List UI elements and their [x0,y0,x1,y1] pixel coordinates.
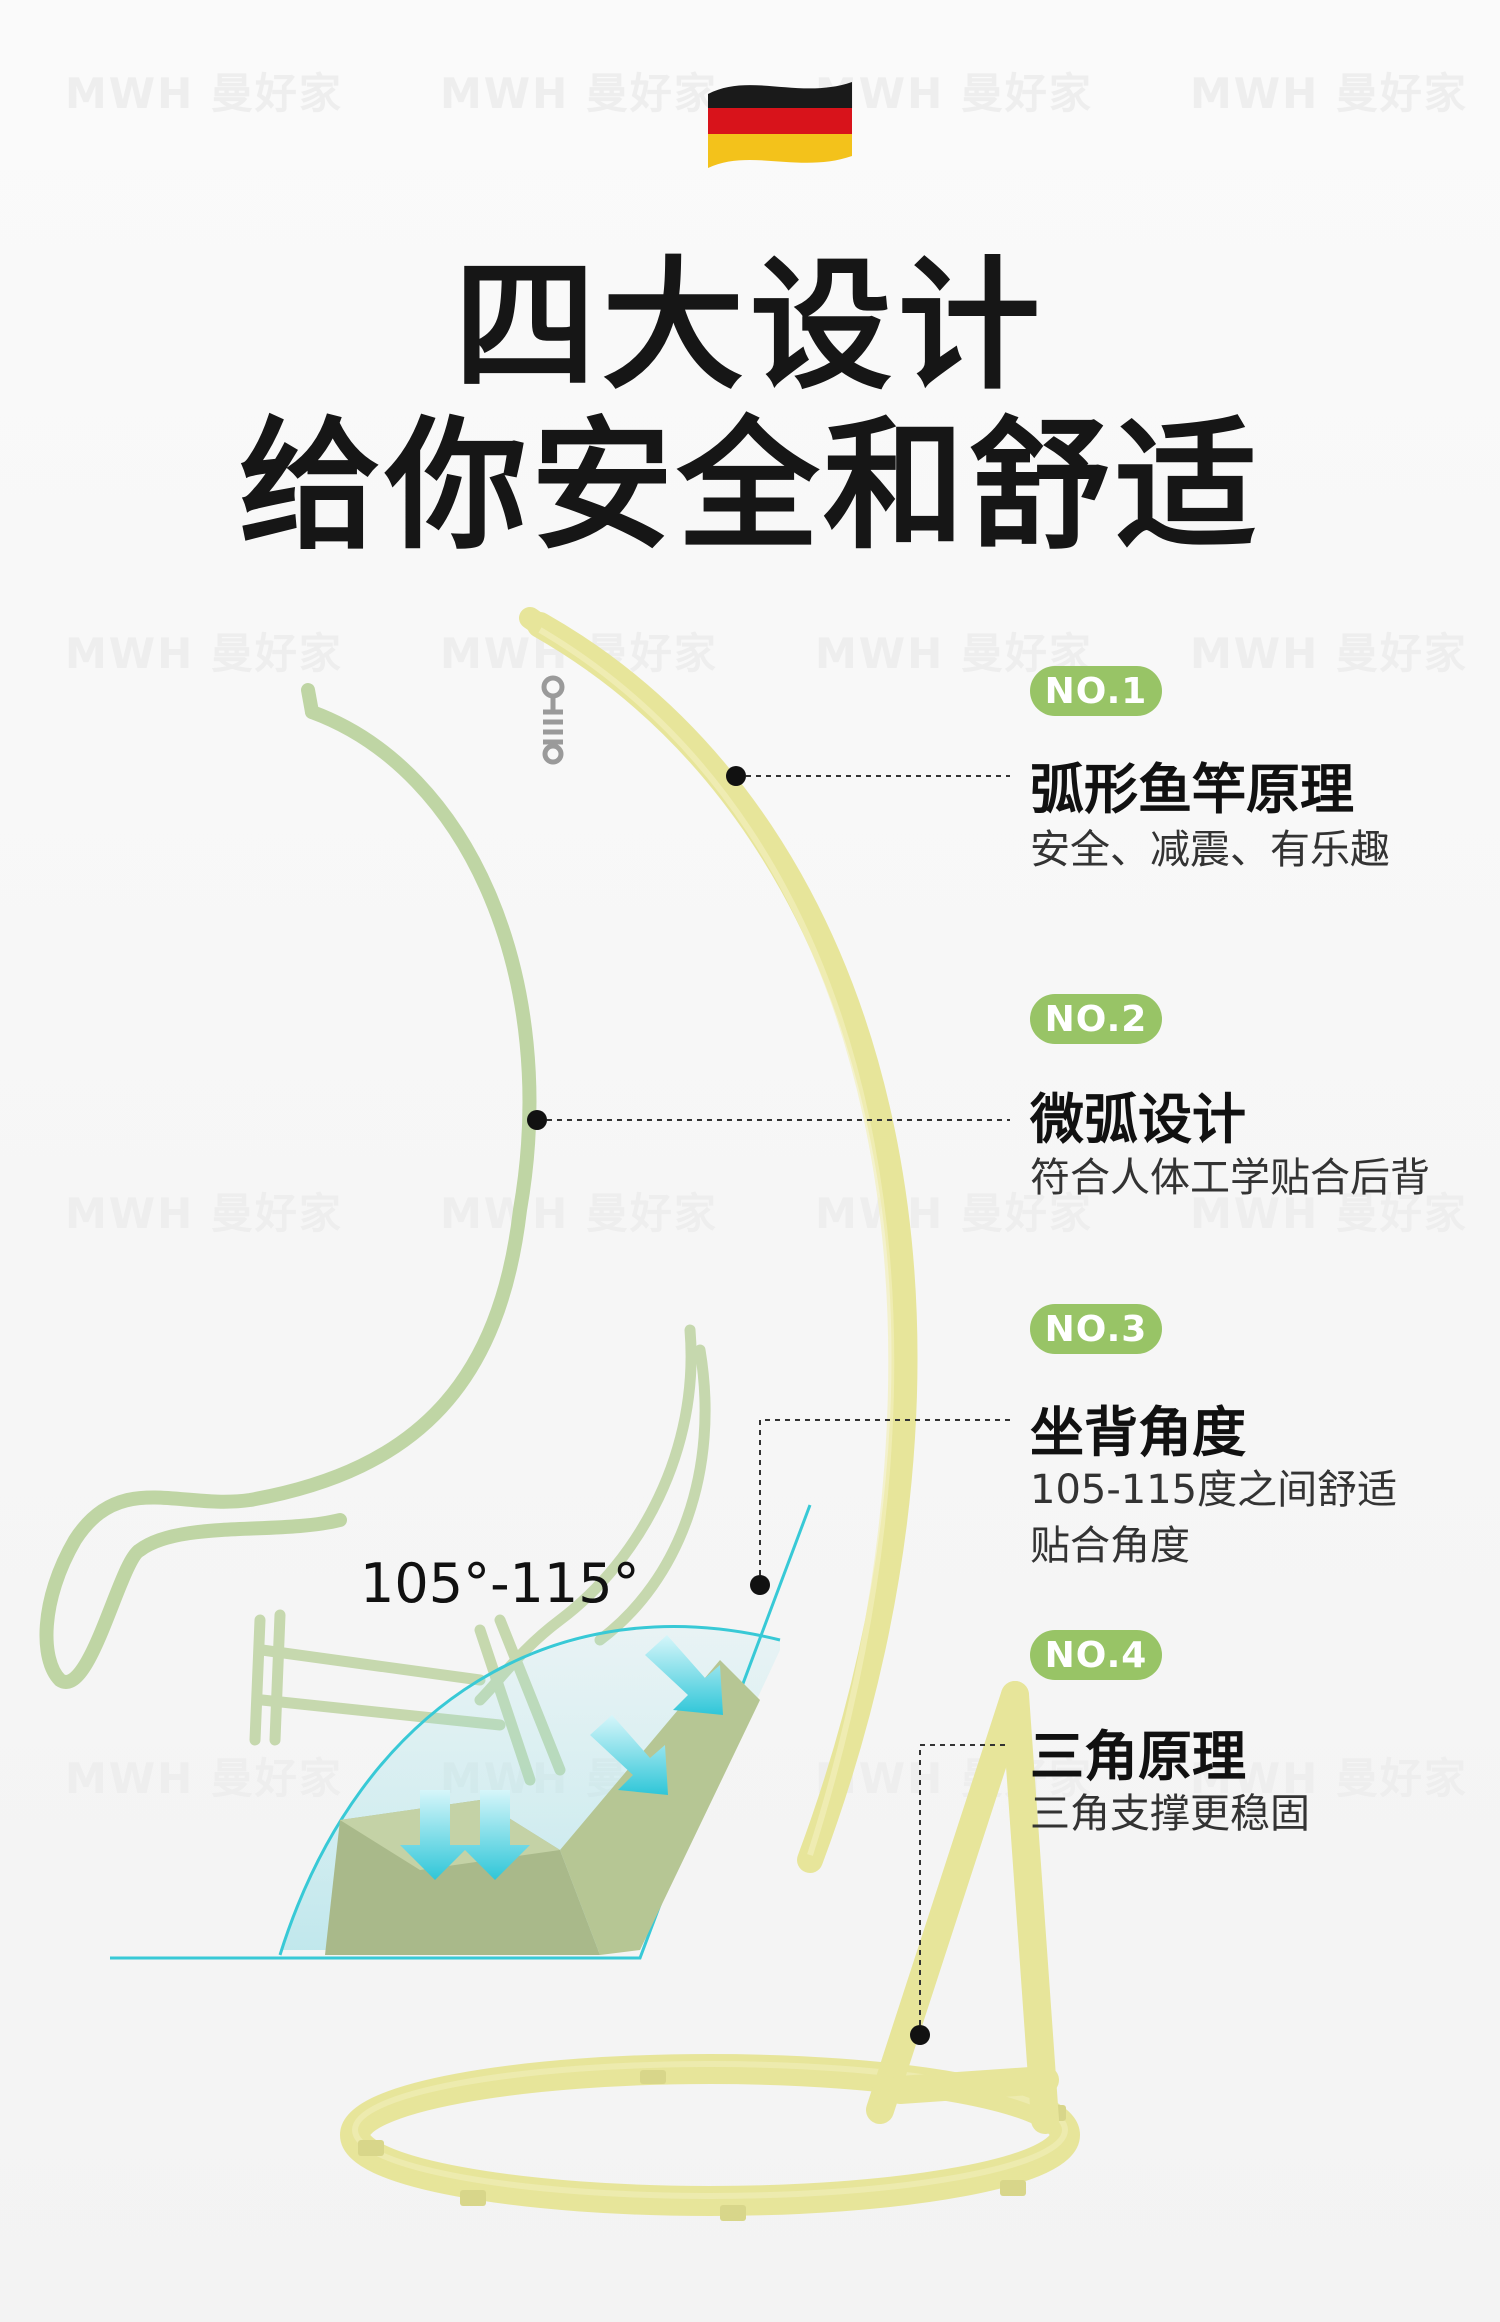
stand-base [340,2054,1080,2216]
watermark: MWH 曼好家 [440,69,718,118]
feature-title-1: 弧形鱼竿原理 [1030,758,1354,821]
watermark: MWH 曼好家 [65,1754,343,1803]
seat-angle-label: 105°-115° [360,1552,640,1615]
feature-desc-3-line-1: 105-115度之间舒适 [1030,1467,1398,1513]
triangle-support [866,1681,1059,2134]
watermark: MWH 曼好家 [1190,1754,1468,1803]
feature-badge-3: NO.3 [1030,1304,1162,1354]
feature-desc-2: 符合人体工学贴合后背 [1030,1155,1430,1201]
feature-title-4: 三角原理 [1030,1725,1246,1788]
watermark: MWH 曼好家 [1190,1189,1468,1238]
watermark: MWH 曼好家 [65,1189,343,1238]
watermark: MWH 曼好家 [440,1189,718,1238]
watermark: MWH 曼好家 [1190,629,1468,678]
callout-dots [527,766,930,2045]
watermark: MWH 曼好家 [65,69,343,118]
watermark: MWH 曼好家 [815,1754,1093,1803]
feature-title-3: 坐背角度 [1030,1401,1246,1464]
watermark: MWH 曼好家 [815,1189,1093,1238]
watermark: MWH 曼好家 [1190,69,1468,118]
stand-pole [519,607,918,1873]
watermark: MWH 曼好家 [65,629,343,678]
germany-flag-icon [708,82,852,168]
feature-title-2: 微弧设计 [1030,1088,1246,1151]
feature-desc-3-line-2: 贴合角度 [1030,1523,1190,1569]
watermark: MWH 曼好家 [815,69,1093,118]
headline-line-2: 给你安全和舒适 [239,404,1261,569]
feature-badge-1: NO.1 [1030,666,1162,716]
feature-badge-2: NO.2 [1030,994,1162,1044]
feature-desc-1: 安全、减震、有乐趣 [1030,827,1390,873]
pressure-arrow-icon [400,1635,723,1880]
spring-hook-icon [541,675,565,765]
headline-line-1: 四大设计 [454,244,1046,409]
feature-desc-4: 三角支撑更稳固 [1030,1791,1310,1837]
feature-badge-4: NO.4 [1030,1630,1162,1680]
callout-leader-lines [537,775,1010,2035]
chair-cage-frame [39,683,537,1689]
